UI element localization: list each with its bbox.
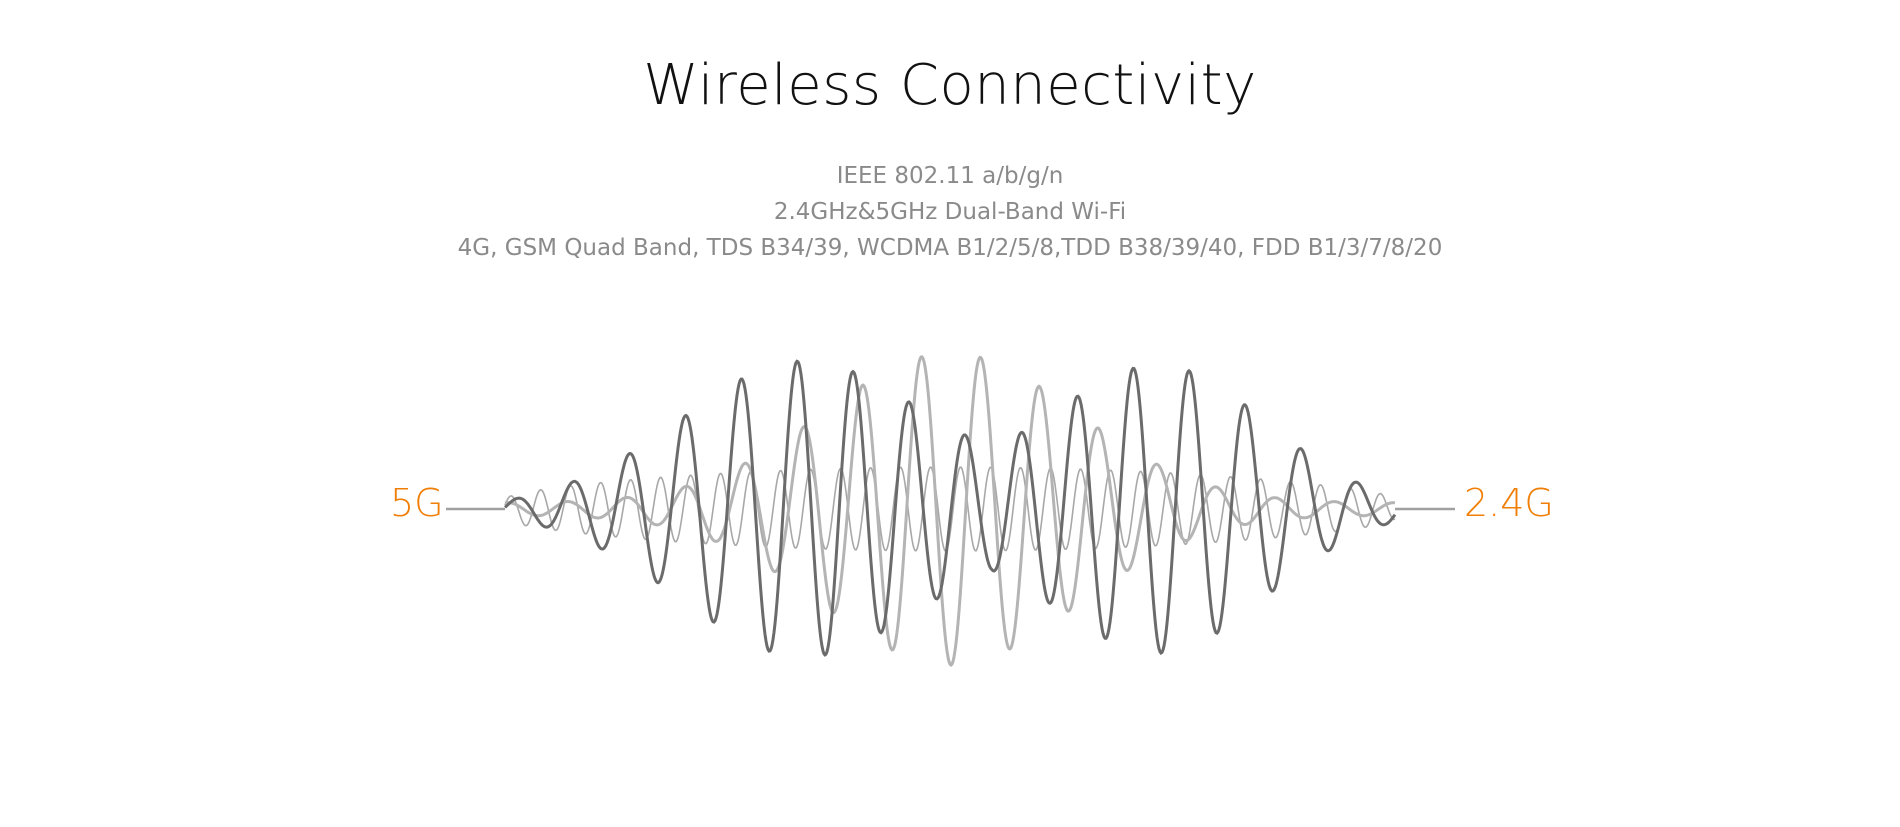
page-title: Wireless Connectivity: [643, 53, 1257, 118]
spec-line-wifi: 2.4GHz&5GHz Dual-Band Wi-Fi: [773, 199, 1127, 225]
wave-5g-thin: [504, 466, 1396, 552]
wave-2-4g-bold-light: [504, 355, 1396, 668]
band-label-5g: 5G: [390, 481, 444, 525]
spec-line-ieee: IEEE 802.11 a/b/g/n: [836, 163, 1064, 189]
band-label-2-4g: 2.4G: [1464, 481, 1554, 525]
wave-2-4g-bold-dark: [503, 359, 1397, 657]
spec-list: IEEE 802.11 a/b/g/n 2.4GHz&5GHz Dual-Ban…: [0, 158, 1900, 266]
spec-line-cellular: 4G, GSM Quad Band, TDS B34/39, WCDMA B1/…: [457, 235, 1443, 261]
